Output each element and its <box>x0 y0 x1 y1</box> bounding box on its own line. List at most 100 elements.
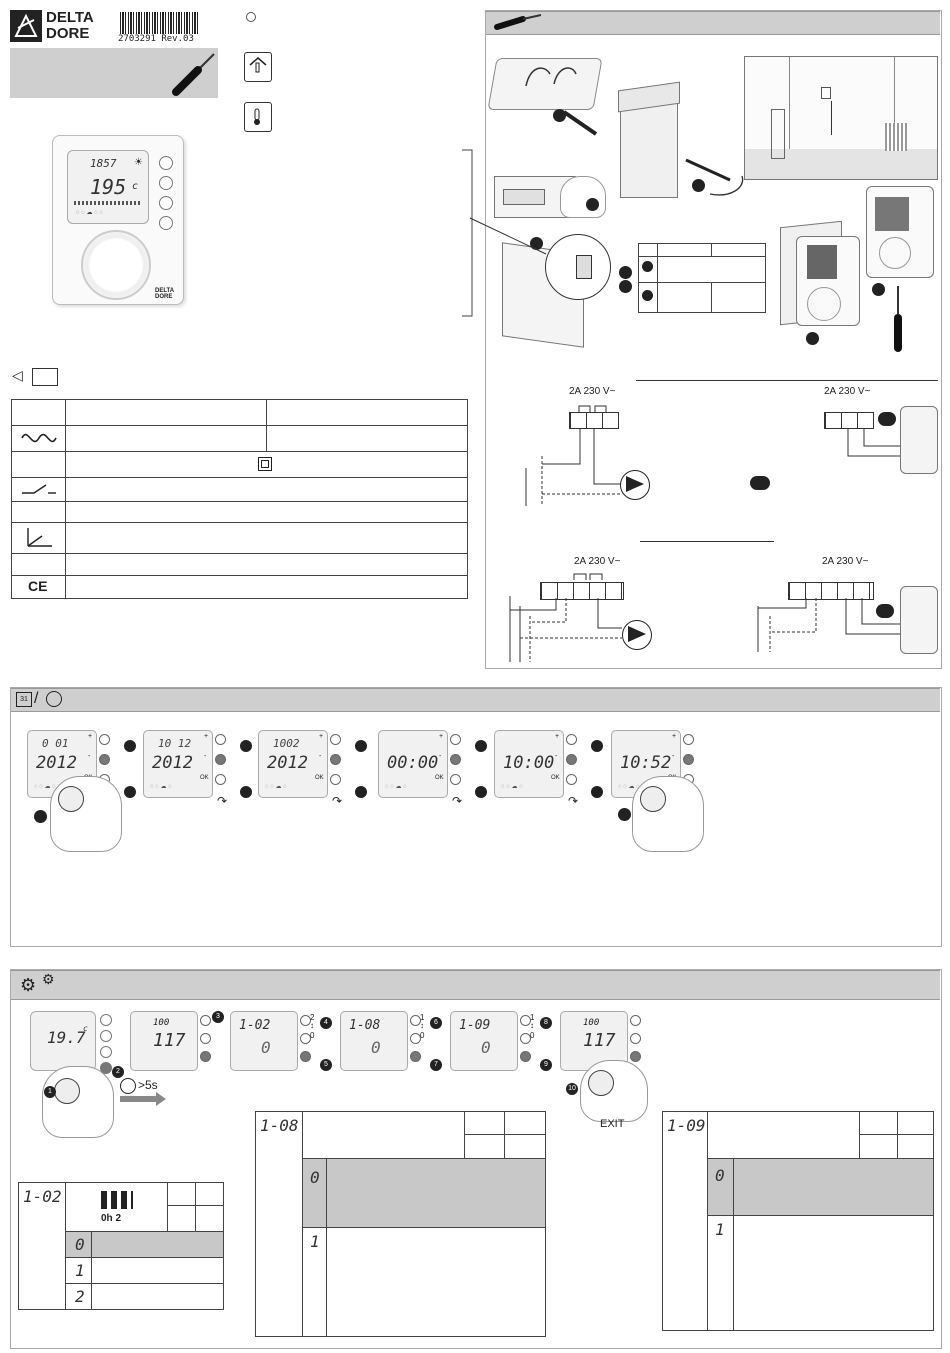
hold-arrow-head-icon <box>156 1092 166 1106</box>
screen-side-button[interactable] <box>215 734 226 745</box>
screen-side-button[interactable] <box>99 734 110 745</box>
wiring-divider <box>636 380 938 381</box>
book-icon <box>32 368 58 386</box>
screen-minus-label: - <box>204 753 207 760</box>
settings-side-button[interactable] <box>630 1015 641 1026</box>
settings-side-button[interactable] <box>410 1015 421 1026</box>
house-thermometer-icon <box>244 52 272 82</box>
table-1-08-row-0: 0 <box>310 1168 320 1187</box>
settings-side-button[interactable] <box>410 1033 421 1044</box>
screen-side-button[interactable] <box>330 774 341 785</box>
screwdriver-icon <box>172 53 215 96</box>
screen-plus-label: + <box>88 733 93 740</box>
pump-icon-2 <box>622 620 652 650</box>
timer-icon <box>120 1078 136 1094</box>
screen-main-value: 10:52 <box>620 753 672 773</box>
start-button-4[interactable] <box>100 1062 112 1074</box>
table-1-08-code: 1-08 <box>260 1116 299 1135</box>
settings-side-button[interactable] <box>410 1051 421 1062</box>
screen-side-button[interactable] <box>215 774 226 785</box>
settings-side-button[interactable] <box>630 1033 641 1044</box>
header-screwdriver-icon <box>494 14 542 30</box>
table-1-02-row-2: 2 <box>75 1287 85 1306</box>
settings-side-button[interactable] <box>520 1015 531 1026</box>
screw-arrow-icon <box>685 158 744 196</box>
settings-step-badge: 6 <box>430 1017 442 1029</box>
dial-knob[interactable] <box>58 786 84 812</box>
terminal-block-2 <box>824 412 874 429</box>
device-time: 1857 <box>90 157 117 170</box>
sun-icon: ☀ <box>134 157 143 168</box>
step-marker <box>34 810 47 823</box>
option-dot <box>876 604 894 618</box>
spec-row-line <box>12 575 467 576</box>
screen-side-button[interactable] <box>330 754 341 765</box>
settings-step-badge: 3 <box>212 1011 224 1023</box>
screen-mode-icons: ◌ ◌ ☁ ◌ <box>150 784 172 790</box>
screen-side-button[interactable] <box>215 754 226 765</box>
hand-dial-illustration <box>50 776 122 852</box>
settings-side-button[interactable] <box>630 1051 641 1062</box>
dial-knob-2[interactable] <box>640 786 666 812</box>
screen-plus-label: + <box>319 733 324 740</box>
table-1-09-code: 1-09 <box>667 1116 706 1135</box>
range-max-label: 2 <box>310 1013 315 1022</box>
settings-side-button[interactable] <box>300 1015 311 1026</box>
step-marker <box>124 786 136 798</box>
switch-contact-icon <box>22 484 56 494</box>
screen-ok-label: OK <box>200 775 209 781</box>
table-1-02: 1-02 0h 2 0 1 2 <box>18 1182 224 1310</box>
start-button-3[interactable] <box>100 1046 112 1058</box>
settings-side-button[interactable] <box>300 1051 311 1062</box>
exit-label: EXIT <box>600 1118 625 1130</box>
screen-side-button[interactable] <box>566 734 577 745</box>
hold-duration: >5s <box>138 1078 158 1092</box>
speaker-icon: ◁ <box>12 367 23 383</box>
table-1-09-row-1: 1 <box>715 1220 725 1239</box>
settings-side-button[interactable] <box>300 1033 311 1044</box>
settings-side-button[interactable] <box>520 1033 531 1044</box>
start-button-1[interactable] <box>100 1014 112 1026</box>
settings-param-value: 0 <box>371 1038 381 1057</box>
step-marker <box>872 283 885 296</box>
device-button-4[interactable] <box>159 216 173 230</box>
screen-side-button[interactable] <box>566 754 577 765</box>
settings-side-button[interactable] <box>200 1051 211 1062</box>
screen-side-button[interactable] <box>450 734 461 745</box>
device-button-1[interactable] <box>159 156 173 170</box>
range-min-label: 0 <box>310 1031 315 1040</box>
screen-side-button[interactable] <box>683 734 694 745</box>
settings-side-button[interactable] <box>520 1051 531 1062</box>
thermometer-icon <box>244 102 272 132</box>
exit-dial-knob[interactable] <box>588 1070 614 1096</box>
screen-side-button[interactable] <box>450 754 461 765</box>
screen-side-button[interactable] <box>450 774 461 785</box>
device-button-2[interactable] <box>159 176 173 190</box>
start-dial-knob[interactable] <box>54 1078 80 1104</box>
settings-side-button[interactable] <box>200 1033 211 1044</box>
mount-device-illustration <box>796 236 860 326</box>
screen-plus-label: + <box>555 733 560 740</box>
screen-side-button[interactable] <box>99 754 110 765</box>
settings-start-screen: 19.7 c <box>30 1011 96 1071</box>
screen-side-button[interactable] <box>566 774 577 785</box>
settings-side-button[interactable] <box>200 1015 211 1026</box>
barcode-text: 2703291 Rev.03 <box>118 34 194 44</box>
screen-side-button[interactable] <box>330 734 341 745</box>
start-button-2[interactable] <box>100 1030 112 1042</box>
step-marker <box>806 332 819 345</box>
device-logo-line2: DORE <box>155 294 173 300</box>
thermostat-device: 1857 ☀ 195 c ◌ ◌ ☁ ◌ ◌ DELTA DORE <box>52 135 184 305</box>
settings-step-badge: 2 <box>112 1066 124 1078</box>
range-arrow-icon: ↕ <box>310 1021 314 1030</box>
double-insulation-icon <box>258 457 272 471</box>
device-dial[interactable] <box>81 230 151 300</box>
screen-side-button[interactable] <box>683 754 694 765</box>
date-time-screen: 00:00+-OK◌ ◌ ☁ ◌ <box>378 730 448 798</box>
device-button-3[interactable] <box>159 196 173 210</box>
range-arrow-icon: ↕ <box>530 1021 534 1030</box>
settings-main-value: 1-02 <box>239 1018 271 1033</box>
